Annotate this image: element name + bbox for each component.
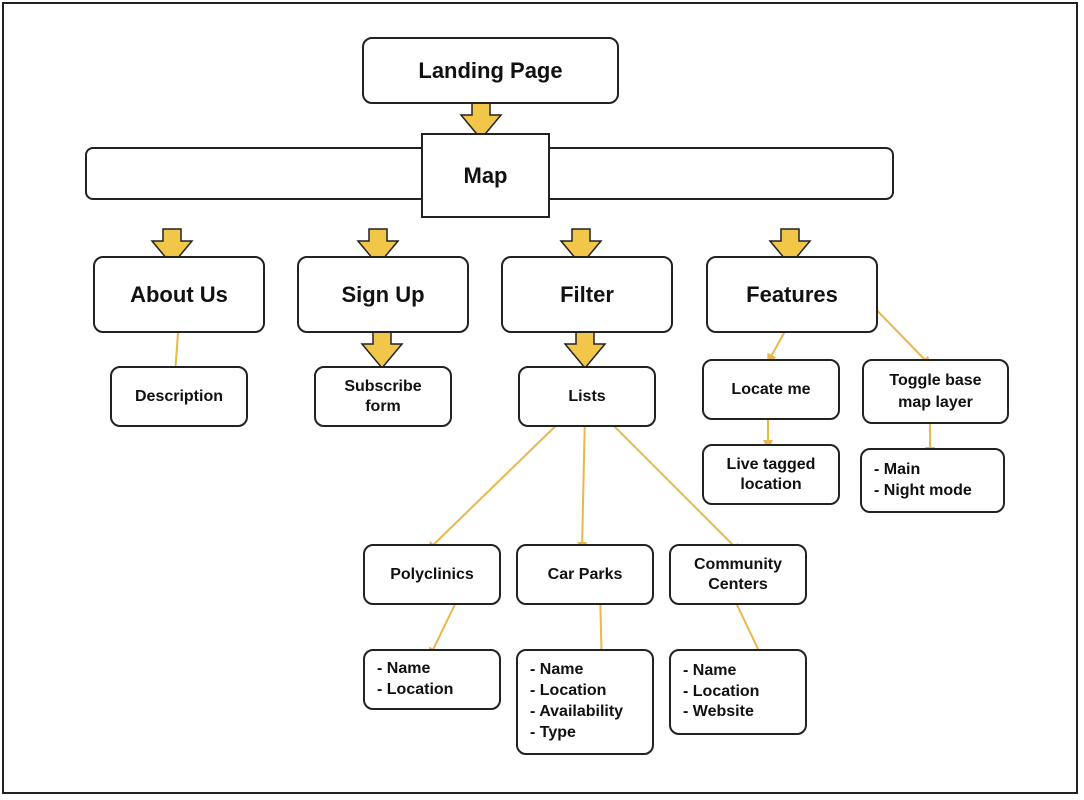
- node-polyclinics: Polyclinics: [363, 544, 501, 605]
- node-live-tagged-location: Live tagged location: [702, 444, 840, 505]
- node-map: Map: [421, 133, 550, 218]
- detail-carparks-type: Type: [530, 723, 623, 744]
- node-subscribe-form: Subscribe form: [314, 366, 452, 427]
- detail-community-name: Name: [683, 661, 759, 682]
- node-about-us: About Us: [93, 256, 265, 333]
- node-filter: Filter: [501, 256, 673, 333]
- detail-night-mode: Night mode: [874, 481, 972, 502]
- detail-carparks-name: Name: [530, 660, 623, 681]
- node-lists: Lists: [518, 366, 656, 427]
- details-toggle-list: Main Night mode: [874, 460, 972, 502]
- node-community-centers: Community Centers: [669, 544, 807, 605]
- detail-community-location: Location: [683, 682, 760, 703]
- details-community-list: Name Location Website: [683, 661, 760, 723]
- node-sign-up: Sign Up: [297, 256, 469, 333]
- node-features: Features: [706, 256, 878, 333]
- node-toggle-base-map-layer: Toggle base map layer: [862, 359, 1009, 424]
- detail-polyclinics-name: Name: [377, 659, 453, 680]
- details-community-centers: Name Location Website: [669, 649, 807, 735]
- detail-community-website: Website: [683, 702, 759, 723]
- node-car-parks: Car Parks: [516, 544, 654, 605]
- details-toggle: Main Night mode: [860, 448, 1005, 513]
- details-car-parks-list: Name Location Availability Type: [530, 660, 623, 743]
- details-polyclinics-list: Name Location: [377, 659, 454, 701]
- detail-carparks-availability: Availability: [530, 702, 623, 723]
- detail-carparks-location: Location: [530, 681, 623, 702]
- node-description: Description: [110, 366, 248, 427]
- details-polyclinics: Name Location: [363, 649, 501, 710]
- detail-main: Main: [874, 460, 972, 481]
- node-locate-me: Locate me: [702, 359, 840, 420]
- detail-polyclinics-location: Location: [377, 680, 454, 701]
- node-landing-page: Landing Page: [362, 37, 619, 104]
- details-car-parks: Name Location Availability Type: [516, 649, 654, 755]
